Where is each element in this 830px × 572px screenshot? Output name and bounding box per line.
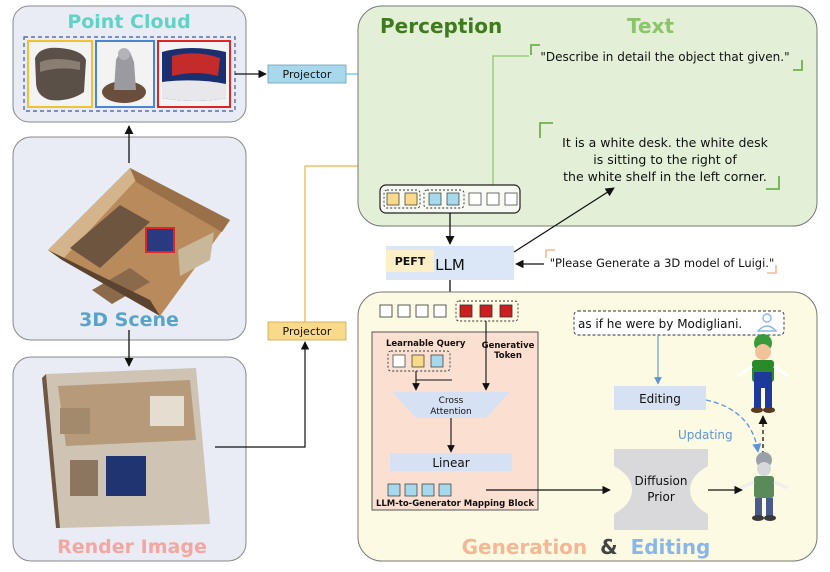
editing-to-model-arrow: [705, 399, 762, 453]
point-cloud-title: Point Cloud: [67, 11, 190, 33]
generative-token-label-2: Token: [494, 351, 522, 361]
perception-title: Perception: [380, 14, 502, 38]
learnable-query-label: Learnable Query: [386, 339, 466, 349]
generative-token: [459, 304, 473, 318]
cross-attention-block: [392, 392, 510, 418]
projector-bottom-label: Projector: [283, 325, 332, 338]
text-token: [504, 192, 518, 206]
text-token: [486, 192, 500, 206]
editing-block: [614, 386, 706, 410]
luigi-edited-figure: [737, 334, 789, 413]
scene-panel: 3D Scene: [12, 136, 247, 341]
peft-label: PEFT: [395, 255, 426, 268]
generation-editing-title: Generation & Editing: [462, 535, 711, 559]
image-token: [404, 192, 418, 206]
answer-line-1: It is a white desk. the white desk: [562, 135, 768, 150]
cross-attention-label-1: Cross: [439, 396, 464, 406]
generation-word: Generation: [462, 535, 588, 559]
projector-top: Projector: [267, 64, 347, 84]
edit-prompt-text: as if he were by Modigliani.: [578, 317, 742, 331]
output-text-token: [433, 304, 447, 318]
image-token: [386, 192, 400, 206]
answer-line-2: is sitting to the right of: [593, 152, 737, 167]
mapped-token: [421, 483, 435, 497]
mapped-token: [438, 483, 452, 497]
output-text-token: [379, 304, 393, 318]
point-cloud-panel: Point Cloud: [12, 5, 247, 123]
linear-label: Linear: [432, 456, 469, 470]
llm-label: LLM: [435, 256, 465, 274]
query-token: [392, 354, 406, 368]
generate-prompt: "Please Generate a 3D model of Luigi.": [550, 256, 775, 270]
projector-top-label: Projector: [283, 68, 332, 81]
ampersand: &: [600, 535, 617, 559]
diffusion-prior-block: [614, 449, 708, 530]
generative-token-label-1: Generative: [482, 341, 535, 351]
query-token: [430, 354, 444, 368]
render-to-projector-arrow: [215, 341, 310, 448]
render-panel: Render Image: [12, 356, 247, 562]
scene-title: 3D Scene: [79, 309, 179, 331]
mapping-block-title: LLM-to-Generator Mapping Block: [376, 499, 534, 509]
diffusion-label-2: Prior: [647, 490, 675, 504]
output-text-token: [397, 304, 411, 318]
question-text: "Describe in detail the object that give…: [540, 50, 789, 64]
edit-prompt-box: [573, 310, 785, 336]
luigi-generated-figure: [739, 452, 789, 521]
text-title: Text: [627, 14, 674, 38]
llm-block: PEFT LLM: [386, 246, 514, 280]
updating-label: Updating: [678, 428, 733, 442]
projector-bottom: Projector: [267, 321, 347, 341]
mapped-token: [387, 483, 401, 497]
point-token: [428, 192, 442, 206]
linear-block: [390, 453, 512, 471]
question-connector: [492, 55, 529, 185]
diffusion-label-1: Diffusion: [635, 474, 688, 488]
text-token: [468, 192, 482, 206]
query-token: [411, 354, 425, 368]
cross-attention-label-2: Attention: [430, 407, 472, 417]
peft-box: [386, 250, 434, 272]
output-text-token: [415, 304, 429, 318]
perception-panel: Perception Text "Describe in detail the …: [357, 5, 818, 227]
user-icon: [756, 313, 778, 332]
llm-to-answer-arrow: [513, 187, 615, 253]
mapped-token: [404, 483, 418, 497]
answer-line-3: the white shelf in the left corner.: [563, 169, 767, 184]
editing-word: Editing: [631, 535, 711, 559]
generation-panel: Learnable Query Generative Token Cross A…: [357, 291, 818, 562]
render-title: Render Image: [57, 536, 207, 558]
generative-token: [479, 304, 493, 318]
generative-token: [499, 304, 513, 318]
point-token: [446, 192, 460, 206]
editing-label: Editing: [639, 392, 681, 406]
